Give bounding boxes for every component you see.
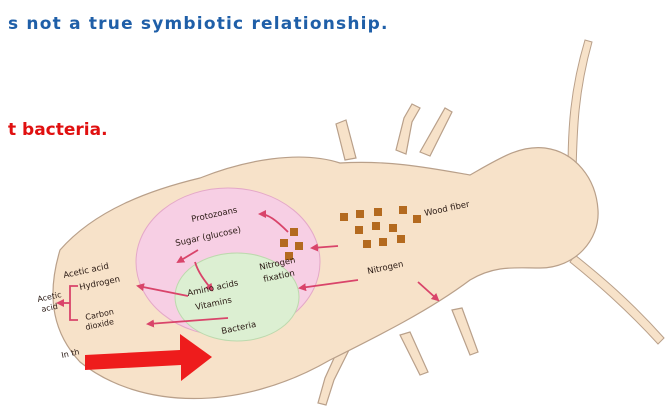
termite-gut-diagram: Protozoans Sugar (glucose) Wood fiber Ac… — [0, 0, 670, 417]
